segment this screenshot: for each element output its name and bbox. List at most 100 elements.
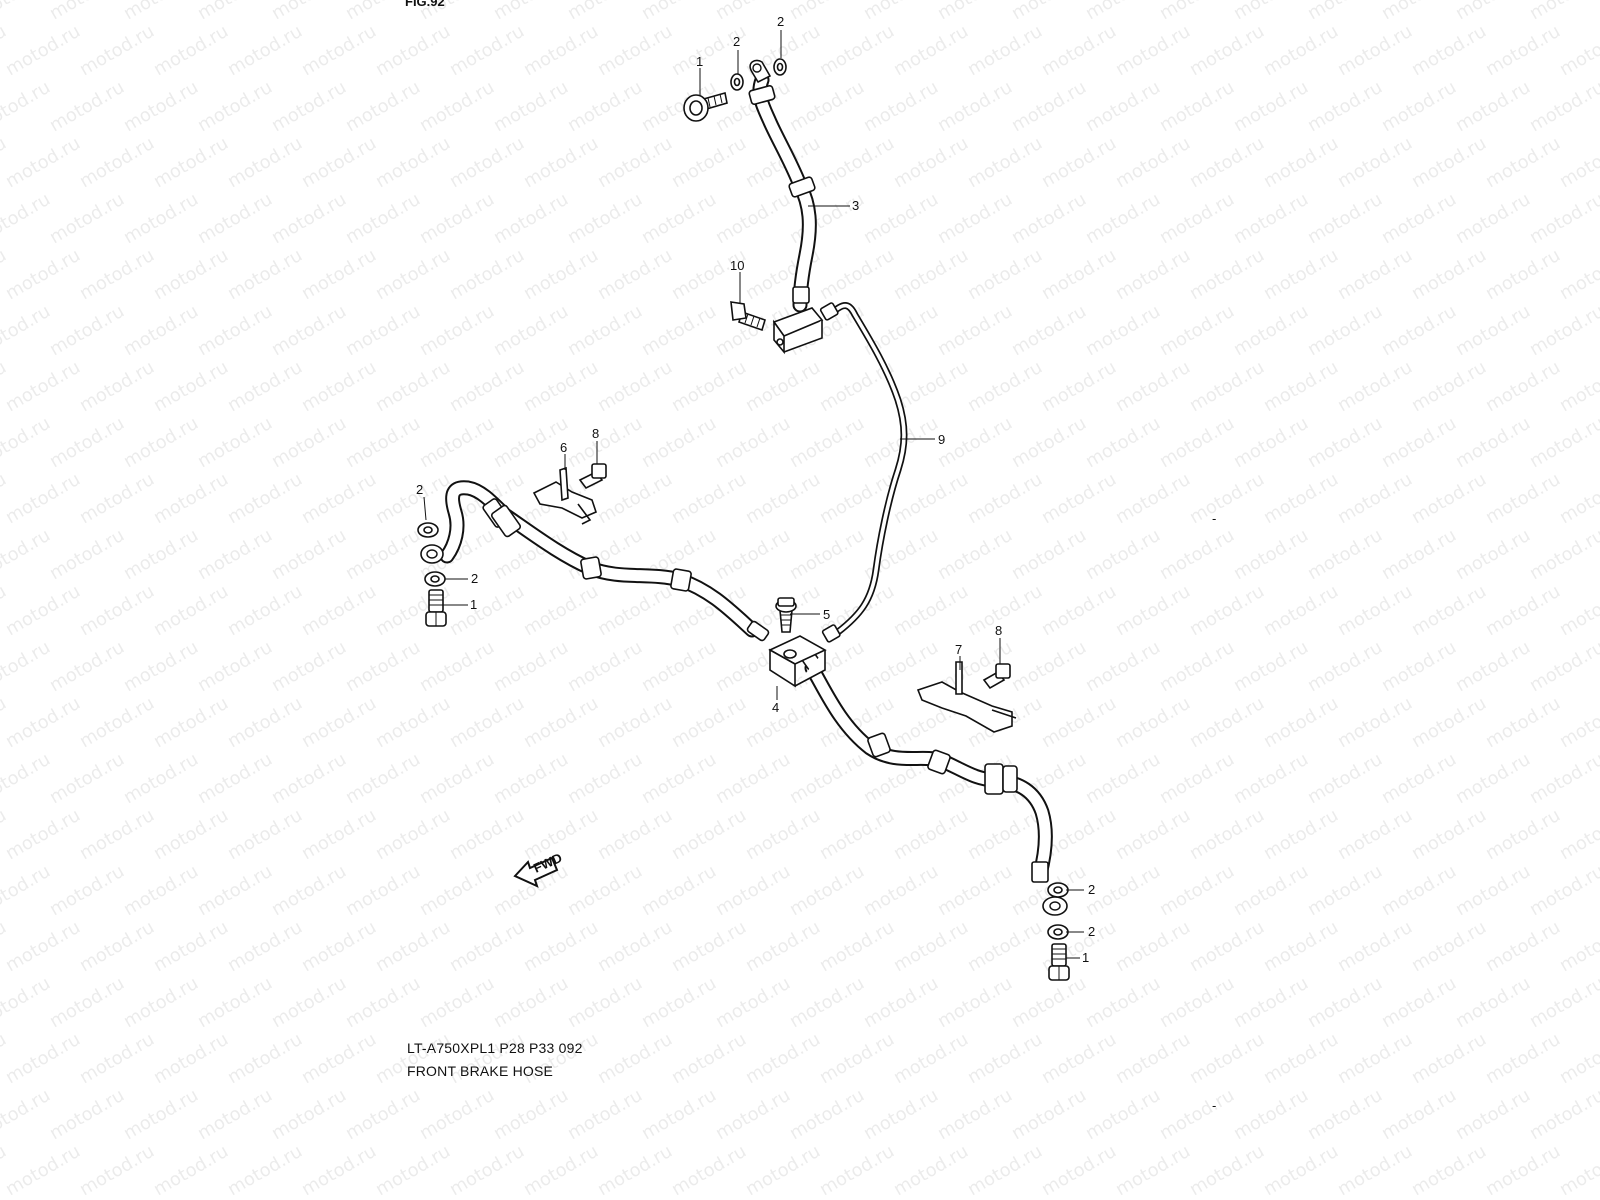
- watermark-text: motod.ru: [964, 469, 1046, 528]
- watermark-text: motod.ru: [1038, 1141, 1120, 1200]
- watermark-text: motod.ru: [712, 1085, 794, 1144]
- stray-mark: -: [1212, 511, 1216, 526]
- watermark-text: motod.ru: [120, 1085, 202, 1144]
- watermark-text: motod.ru: [1230, 861, 1312, 920]
- watermark-text: motod.ru: [120, 525, 202, 584]
- pipe-bracket: [772, 307, 824, 355]
- watermark-text: motod.ru: [446, 581, 528, 640]
- watermark-text: motod.ru: [268, 637, 350, 696]
- watermark-text: motod.ru: [1038, 581, 1120, 640]
- watermark-text: motod.ru: [1334, 917, 1416, 976]
- watermark-text: motod.ru: [1260, 693, 1342, 752]
- watermark-text: motod.ru: [342, 637, 424, 696]
- watermark-text: motod.ru: [446, 917, 528, 976]
- watermark-text: motod.ru: [1482, 357, 1564, 416]
- watermark-text: motod.ru: [490, 1085, 572, 1144]
- watermark-text: motod.ru: [150, 21, 232, 80]
- watermark-text: motod.ru: [1334, 581, 1416, 640]
- watermark-text: motod.ru: [0, 525, 54, 584]
- watermark-text: motod.ru: [668, 133, 750, 192]
- watermark-text: motod.ru: [1334, 357, 1416, 416]
- watermark-text: motod.ru: [416, 861, 498, 920]
- watermark-text: motod.ru: [594, 693, 676, 752]
- watermark-text: motod.ru: [712, 749, 794, 808]
- watermark-text: motod.ru: [298, 245, 380, 304]
- watermark-text: motod.ru: [890, 1029, 972, 1088]
- watermark-text: motod.ru: [816, 133, 898, 192]
- watermark-text: motod.ru: [1334, 693, 1416, 752]
- callout-1-left: 1: [470, 597, 477, 612]
- bracket-bolt: [730, 301, 766, 332]
- watermark-text: motod.ru: [1378, 637, 1460, 696]
- clamp-right: [916, 661, 1017, 733]
- watermark-text: motod.ru: [564, 189, 646, 248]
- watermark-text: motod.ru: [786, 749, 868, 808]
- watermark-text: motod.ru: [372, 917, 454, 976]
- watermark-text: motod.ru: [638, 861, 720, 920]
- watermark-text: motod.ru: [638, 637, 720, 696]
- watermark-text: motod.ru: [1156, 1085, 1238, 1144]
- watermark-text: motod.ru: [742, 805, 824, 864]
- watermark-text: motod.ru: [564, 861, 646, 920]
- watermark-text: motod.ru: [1452, 861, 1534, 920]
- watermark-text: motod.ru: [1408, 21, 1490, 80]
- watermark-text: motod.ru: [742, 469, 824, 528]
- watermark-text: motod.ru: [1082, 77, 1164, 136]
- watermark-text: motod.ru: [1452, 301, 1534, 360]
- watermark-text: motod.ru: [76, 805, 158, 864]
- watermark-text: motod.ru: [372, 1141, 454, 1200]
- washer: [1047, 882, 1069, 940]
- watermark-text: motod.ru: [1156, 413, 1238, 472]
- watermark-text: motod.ru: [934, 0, 1016, 24]
- watermark-text: motod.ru: [0, 189, 54, 248]
- watermark-text: motod.ru: [1230, 637, 1312, 696]
- watermark-text: motod.ru: [0, 1085, 54, 1144]
- watermark-text: motod.ru: [1038, 245, 1120, 304]
- watermark-text: motod.ru: [342, 77, 424, 136]
- washer: [730, 58, 787, 91]
- watermark-text: motod.ru: [490, 0, 572, 24]
- watermark-text: motod.ru: [76, 917, 158, 976]
- watermark-text: motod.ru: [0, 861, 54, 920]
- callout-1-top: 1: [696, 54, 703, 69]
- watermark-text: motod.ru: [0, 77, 54, 136]
- callout-4: 4: [772, 700, 779, 715]
- watermark-text: motod.ru: [1008, 189, 1090, 248]
- watermark-text: motod.ru: [120, 189, 202, 248]
- watermark-text: motod.ru: [742, 357, 824, 416]
- watermark-text: motod.ru: [0, 0, 54, 24]
- watermark-text: motod.ru: [742, 1141, 824, 1200]
- watermark-text: motod.ru: [1482, 21, 1564, 80]
- watermark-text: motod.ru: [342, 189, 424, 248]
- watermark-text: motod.ru: [120, 413, 202, 472]
- watermark-text: motod.ru: [2, 357, 84, 416]
- watermark-text: motod.ru: [1526, 637, 1600, 696]
- callout-2-left-a: 2: [416, 482, 423, 497]
- watermark-text: motod.ru: [1482, 1141, 1564, 1200]
- watermark-text: motod.ru: [298, 1029, 380, 1088]
- watermark-text: motod.ru: [564, 637, 646, 696]
- watermark-text: motod.ru: [1304, 77, 1386, 136]
- watermark-text: motod.ru: [1556, 693, 1600, 752]
- watermark-text: motod.ru: [1112, 917, 1194, 976]
- watermark-text: motod.ru: [1186, 1029, 1268, 1088]
- watermark-text: motod.ru: [964, 21, 1046, 80]
- watermark-text: motod.ru: [1408, 581, 1490, 640]
- callout-3: 3: [852, 198, 859, 213]
- watermark-text: motod.ru: [1304, 413, 1386, 472]
- figure-caption: FRONT BRAKE HOSE: [407, 1063, 554, 1079]
- watermark-text: motod.ru: [1008, 525, 1090, 584]
- watermark-text: motod.ru: [2, 581, 84, 640]
- watermark-text: motod.ru: [1556, 805, 1600, 864]
- watermark-text: motod.ru: [1186, 693, 1268, 752]
- callout-2-right-a: 2: [1088, 882, 1095, 897]
- watermark-text: motod.ru: [268, 1085, 350, 1144]
- watermark-text: motod.ru: [520, 21, 602, 80]
- joint-block: [768, 635, 827, 688]
- watermark-text: motod.ru: [1334, 805, 1416, 864]
- watermark-text: motod.ru: [194, 525, 276, 584]
- callout-5: 5: [823, 607, 830, 622]
- watermark-text: motod.ru: [1112, 357, 1194, 416]
- watermark-text: motod.ru: [150, 357, 232, 416]
